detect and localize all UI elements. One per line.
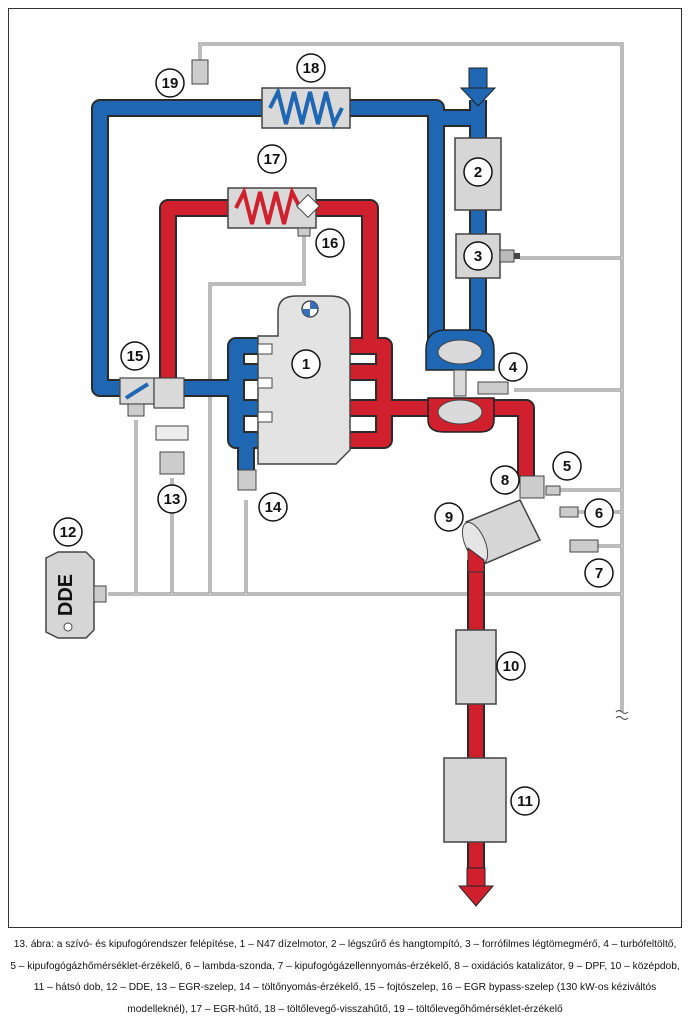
wire-break-icon <box>615 709 629 721</box>
dde-logo-icon <box>63 622 73 632</box>
svg-text:3: 3 <box>474 248 482 265</box>
throttle-valve <box>119 377 155 417</box>
callout-1: 1 <box>291 349 321 379</box>
dde-label: DDE <box>55 574 77 616</box>
engine-block <box>257 295 351 465</box>
egr-bypass-valve <box>297 227 311 237</box>
charge-air-cooler <box>261 86 351 130</box>
callout-6: 6 <box>584 498 614 528</box>
svg-text:16: 16 <box>322 235 339 252</box>
callout-13: 13 <box>157 484 187 514</box>
svg-text:9: 9 <box>445 509 453 526</box>
callout-2: 2 <box>463 157 493 187</box>
intake-arrow-icon <box>459 67 497 107</box>
intake-pipes <box>91 99 487 470</box>
svg-text:15: 15 <box>127 348 144 365</box>
svg-text:7: 7 <box>595 565 603 582</box>
svg-text:19: 19 <box>162 75 179 92</box>
egr-valve <box>153 377 189 475</box>
callout-10: 10 <box>496 651 526 681</box>
svg-text:14: 14 <box>265 499 282 516</box>
oxidation-catalyst-dpf <box>461 475 545 573</box>
callout-labels: 1 2 3 4 5 6 7 8 9 10 11 12 13 14 15 16 1… <box>53 53 614 816</box>
svg-text:12: 12 <box>60 524 77 541</box>
rear-muffler <box>443 757 507 843</box>
turbocharger <box>425 329 509 433</box>
callout-11: 11 <box>510 786 540 816</box>
engine-brand-logo-icon <box>301 300 319 318</box>
callout-15: 15 <box>120 341 150 371</box>
callout-5: 5 <box>552 451 582 481</box>
svg-text:6: 6 <box>595 505 603 522</box>
callout-17: 17 <box>257 144 287 174</box>
figure-caption: 13. ábra: a szívó- és kipufogórendszer f… <box>10 939 680 1015</box>
callout-12: 12 <box>53 517 83 547</box>
callout-18: 18 <box>296 53 326 83</box>
svg-text:10: 10 <box>503 658 520 675</box>
callout-9: 9 <box>434 502 464 532</box>
svg-text:11: 11 <box>517 793 533 810</box>
svg-text:5: 5 <box>563 458 571 475</box>
intake-exhaust-diagram: DDE 1 2 3 4 5 6 7 8 9 10 11 12 13 14 15 … <box>45 42 629 907</box>
dde-control-unit: DDE <box>45 551 107 639</box>
charge-air-temp-sensor <box>191 59 209 85</box>
svg-text:2: 2 <box>474 164 482 181</box>
svg-text:1: 1 <box>302 356 310 373</box>
egr-cooler <box>227 186 321 229</box>
middle-muffler <box>455 629 497 705</box>
svg-text:13: 13 <box>164 491 181 508</box>
svg-text:17: 17 <box>264 151 281 168</box>
callout-16: 16 <box>315 228 345 258</box>
svg-text:4: 4 <box>509 359 518 376</box>
callout-8: 8 <box>490 465 520 495</box>
callout-4: 4 <box>498 352 528 382</box>
svg-text:18: 18 <box>303 60 320 77</box>
callout-14: 14 <box>258 492 288 522</box>
callout-3: 3 <box>463 241 493 271</box>
callout-19: 19 <box>155 68 185 98</box>
svg-text:8: 8 <box>501 472 509 489</box>
charge-pressure-sensor <box>237 469 257 491</box>
callout-7: 7 <box>584 558 614 588</box>
exhaust-sensors <box>545 485 599 553</box>
exhaust-outlet-arrow-icon <box>457 867 495 907</box>
